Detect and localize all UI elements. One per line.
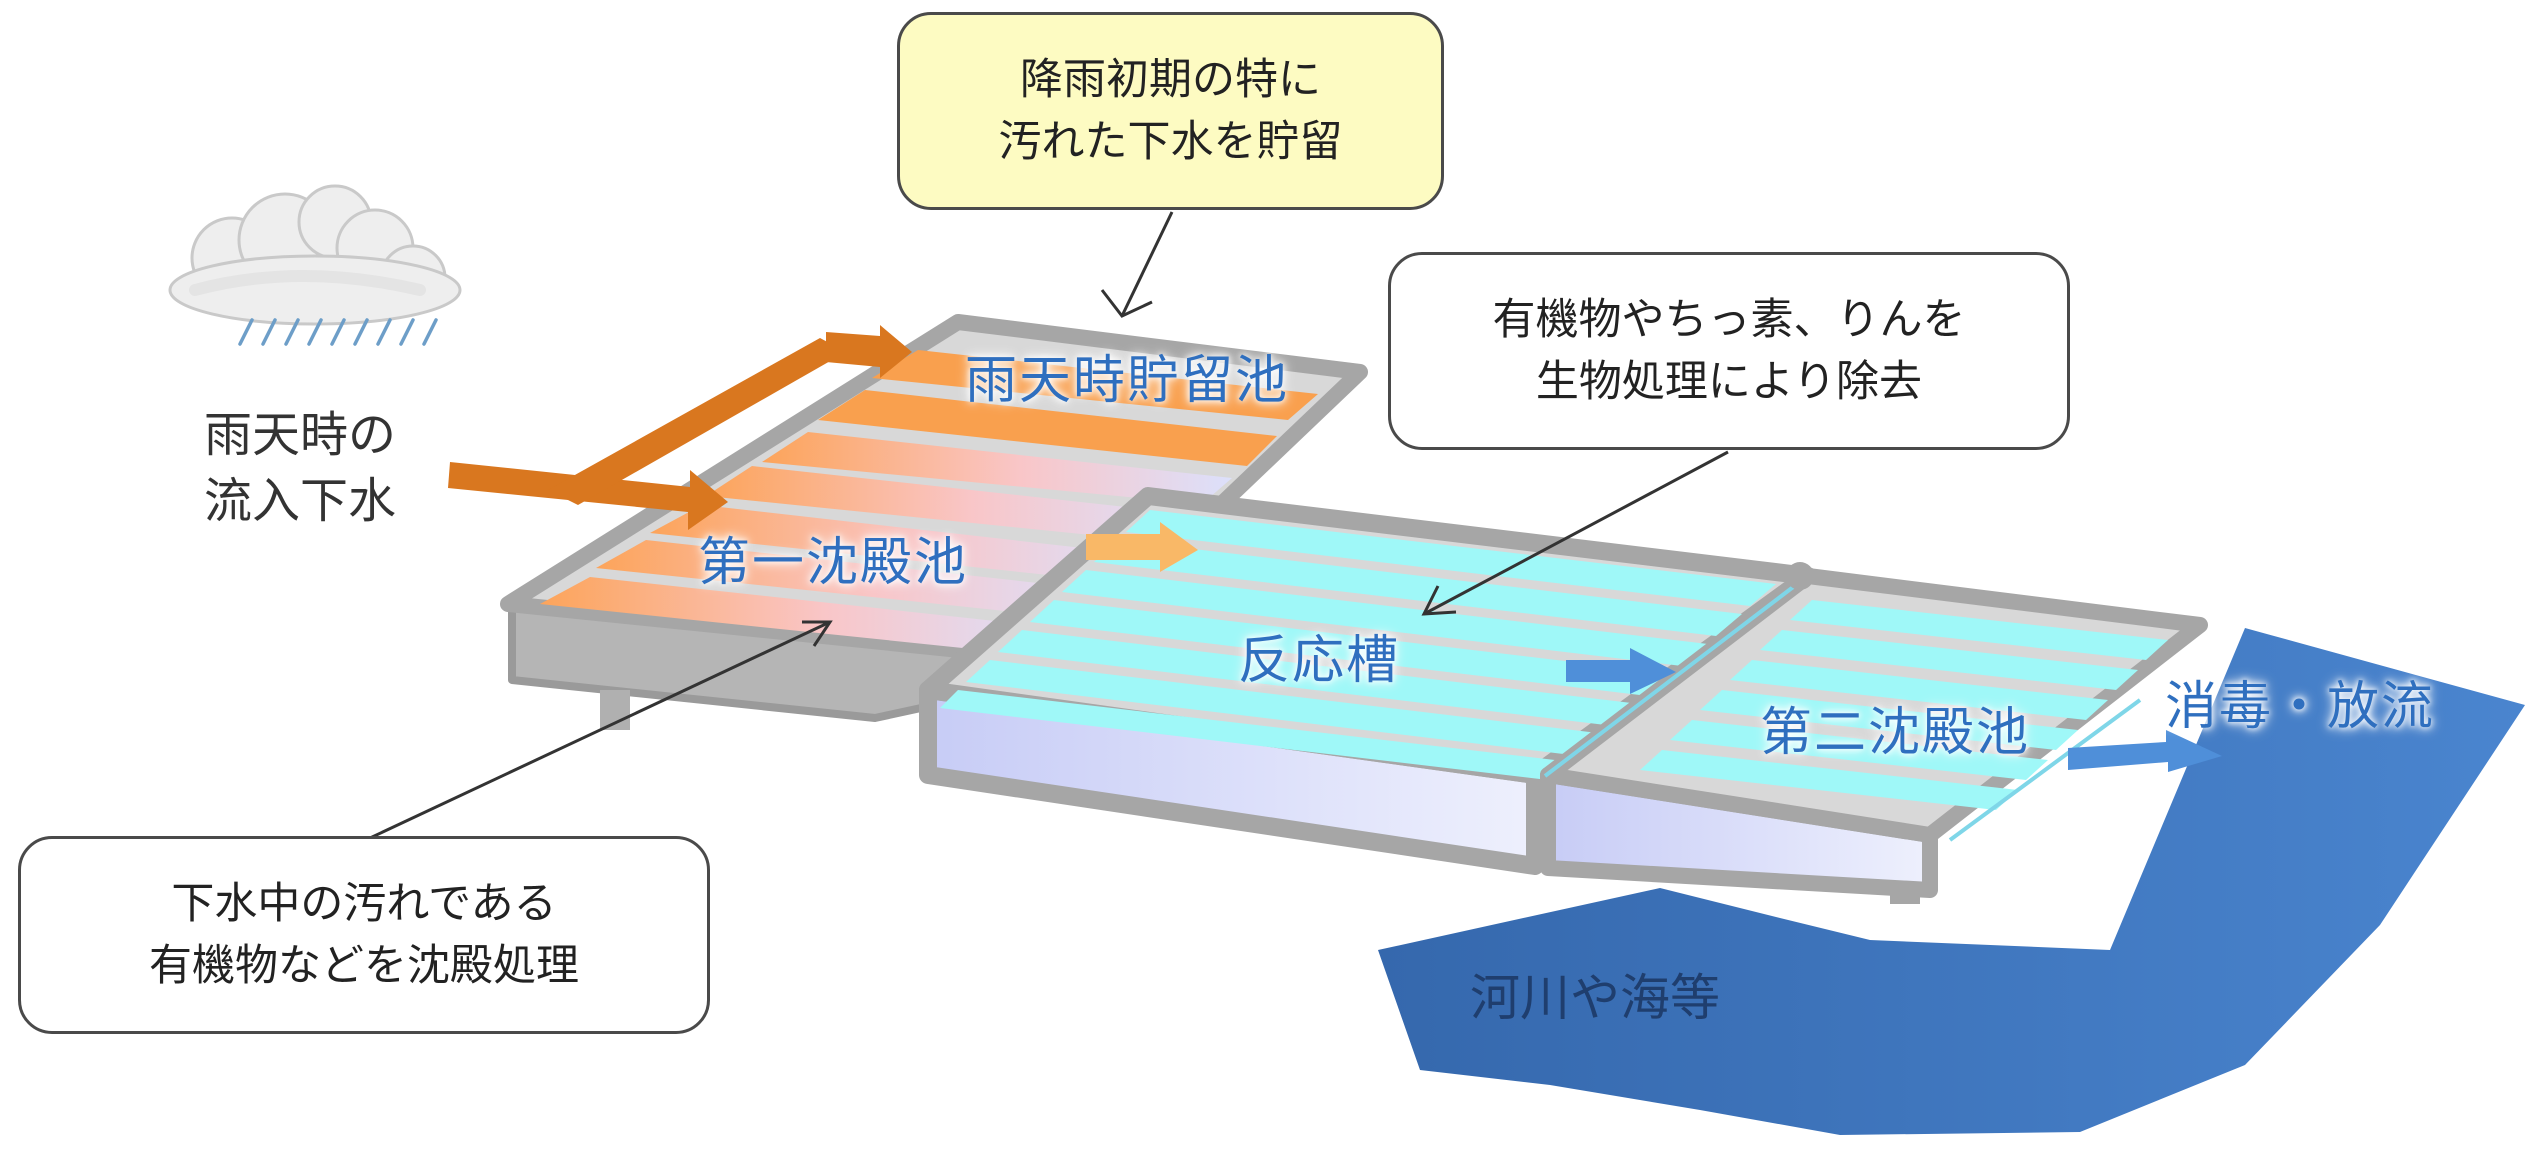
primary-storage-block <box>500 314 1368 730</box>
discharge-arrow <box>2068 730 2222 772</box>
sedimentation-callout-line2: 有機物などを沈殿処理 <box>149 941 579 991</box>
sedimentation-callout-line1: 下水中の汚れである <box>171 879 557 929</box>
inflow-label-line1: 雨天時の <box>203 407 396 463</box>
reaction-callout-line2: 生物処理により除去 <box>1535 357 1923 407</box>
inflow-label: 雨天時の 流入下水 <box>175 402 425 534</box>
secondary-tank-label: 第二沈殿池 <box>1760 703 2031 763</box>
reaction-to-secondary-arrow <box>1566 648 1676 694</box>
inflow-label-line2: 流入下水 <box>203 473 396 529</box>
reaction-callout: 有機物やちっ素、りんを 生物処理により除去 <box>1388 252 2070 450</box>
rain-cloud-icon <box>168 184 462 346</box>
callout-leaders <box>369 211 1729 840</box>
reaction-tank-block <box>919 487 1817 875</box>
storage-callout: 降雨初期の特に 汚れた下水を貯留 <box>897 12 1444 210</box>
secondary-tank-block <box>1540 562 2208 904</box>
reaction-tank-label: 反応槽 <box>1238 631 1401 691</box>
sedimentation-callout: 下水中の汚れである 有機物などを沈殿処理 <box>18 836 710 1034</box>
inflow-arrows <box>448 325 912 530</box>
storage-to-reaction-arrow <box>1086 522 1198 572</box>
storage-callout-line2: 汚れた下水を貯留 <box>998 117 1343 167</box>
storage-tank-label: 雨天時貯留池 <box>965 351 1290 411</box>
reaction-callout-line1: 有機物やちっ素、りんを <box>1492 295 1966 345</box>
river-shape <box>1378 628 2525 1135</box>
river-label: 河川や海等 <box>1470 969 1720 1027</box>
primary-tank-label: 第一沈殿池 <box>698 533 969 593</box>
storage-callout-line1: 降雨初期の特に <box>1020 55 1321 105</box>
discharge-label: 消毒・放流 <box>2165 677 2436 737</box>
